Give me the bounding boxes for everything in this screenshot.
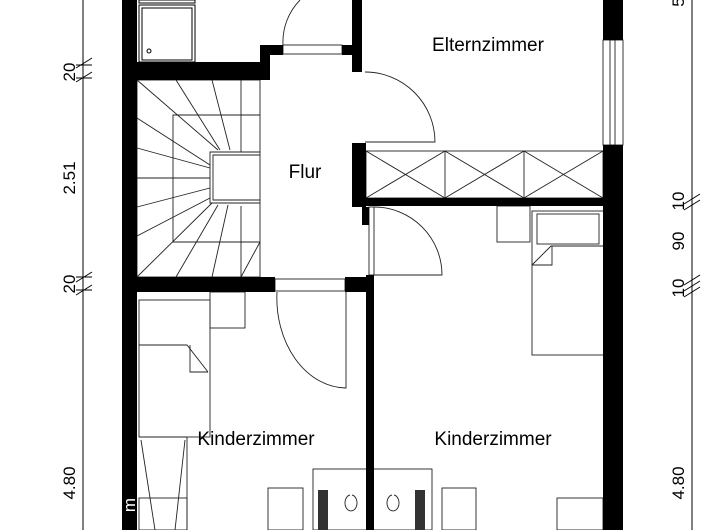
dimension-right-1: 10 <box>669 192 688 211</box>
dimension-right-room: 4.80 <box>669 466 688 499</box>
room-label-child-right: Kinderzimmer <box>434 429 552 450</box>
staircase <box>136 79 261 278</box>
dimension-line-right <box>683 0 701 530</box>
dimension-left-wall-2: 20 <box>60 275 79 294</box>
desks <box>267 468 604 530</box>
door-bathroom[interactable] <box>282 0 343 55</box>
wardrobe-child-left <box>138 436 188 530</box>
door-child-left[interactable] <box>274 278 347 389</box>
walls <box>122 0 623 530</box>
shower-tray <box>138 0 196 63</box>
bed-child-left <box>138 291 246 438</box>
dimension-left-wall-1: 20 <box>60 63 79 82</box>
dimension-left-stairs: 2.51 <box>60 161 79 194</box>
dimension-top-right-partial: 5 <box>669 0 688 7</box>
room-label-hall: Flur <box>289 162 322 183</box>
window-parents <box>602 39 624 146</box>
dimension-left-room: 4.80 <box>60 466 79 499</box>
dimension-right-3: 10 <box>669 279 688 298</box>
dimension-unit-partial: m <box>120 498 139 512</box>
wardrobe-parents <box>365 150 604 199</box>
room-label-parents: Elternzimmer <box>432 35 545 56</box>
dimension-line-left <box>75 0 93 530</box>
door-parents[interactable] <box>364 71 436 143</box>
door-child-right[interactable] <box>368 206 443 276</box>
room-label-child-left: Kinderzimmer <box>197 429 315 450</box>
bed-child-right <box>496 205 605 356</box>
dimension-right-2: 90 <box>669 232 688 251</box>
